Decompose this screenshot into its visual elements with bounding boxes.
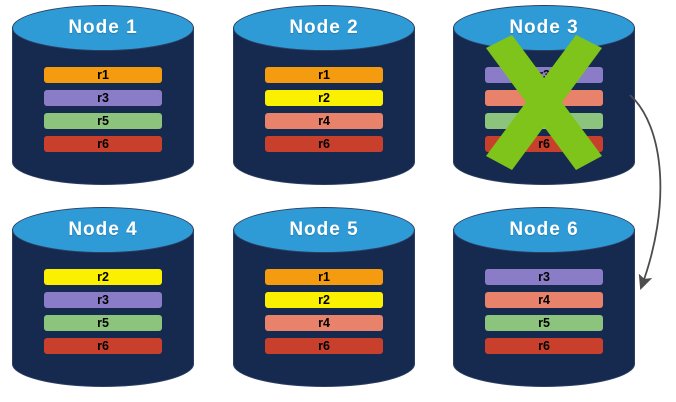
record-label: r6 (538, 136, 550, 151)
record-label: r1 (318, 269, 330, 284)
record-bar[interactable]: r6 (485, 338, 603, 354)
record-bar[interactable]: r1 (265, 269, 383, 285)
record-label: r2 (318, 90, 330, 105)
record-label: r5 (97, 113, 109, 128)
record-label: r3 (97, 90, 109, 105)
cylinder-top (233, 5, 415, 51)
record-bar[interactable]: r3 (44, 90, 162, 106)
record-bar[interactable]: r2 (44, 269, 162, 285)
record-list: r3 r4 r5 r6 (485, 67, 603, 152)
record-bar[interactable]: r3 (485, 269, 603, 285)
record-bar[interactable]: r6 (265, 338, 383, 354)
record-bar[interactable]: r4 (485, 292, 603, 308)
record-label: r3 (538, 269, 550, 284)
record-label: r6 (318, 136, 330, 151)
record-list: r1 r2 r4 r6 (265, 269, 383, 354)
record-bar[interactable]: r6 (485, 136, 603, 152)
record-label: r5 (538, 113, 550, 128)
record-label: r1 (97, 67, 109, 82)
record-bar[interactable]: r6 (44, 338, 162, 354)
record-label: r6 (97, 338, 109, 353)
record-bar[interactable]: r3 (44, 292, 162, 308)
cylinder-top (12, 207, 194, 253)
record-list: r2 r3 r5 r6 (44, 269, 162, 354)
record-label: r6 (538, 338, 550, 353)
record-label: r4 (318, 315, 330, 330)
record-label: r4 (538, 90, 550, 105)
cylinder-top (233, 207, 415, 253)
record-list: r3 r4 r5 r6 (485, 269, 603, 354)
record-bar[interactable]: r1 (265, 67, 383, 83)
record-label: r2 (97, 269, 109, 284)
record-bar[interactable]: r2 (265, 90, 383, 106)
cylinder-top (453, 5, 635, 51)
record-bar[interactable]: r2 (265, 292, 383, 308)
record-list: r1 r3 r5 r6 (44, 67, 162, 152)
record-label: r3 (538, 67, 550, 82)
record-label: r1 (318, 67, 330, 82)
record-bar[interactable]: r4 (485, 90, 603, 106)
record-bar[interactable]: r6 (265, 136, 383, 152)
record-label: r5 (538, 315, 550, 330)
record-bar[interactable]: r5 (44, 315, 162, 331)
record-bar[interactable]: r3 (485, 67, 603, 83)
record-list: r1 r2 r4 r6 (265, 67, 383, 152)
record-label: r4 (318, 113, 330, 128)
cylinder-top (453, 207, 635, 253)
record-bar[interactable]: r1 (44, 67, 162, 83)
record-bar[interactable]: r5 (44, 113, 162, 129)
record-label: r4 (538, 292, 550, 307)
record-bar[interactable]: r4 (265, 113, 383, 129)
record-label: r5 (97, 315, 109, 330)
record-label: r2 (318, 292, 330, 307)
cylinder-top (12, 5, 194, 51)
record-bar[interactable]: r5 (485, 315, 603, 331)
record-bar[interactable]: r6 (44, 136, 162, 152)
record-label: r6 (97, 136, 109, 151)
record-label: r3 (97, 292, 109, 307)
record-label: r6 (318, 338, 330, 353)
record-bar[interactable]: r4 (265, 315, 383, 331)
record-bar[interactable]: r5 (485, 113, 603, 129)
